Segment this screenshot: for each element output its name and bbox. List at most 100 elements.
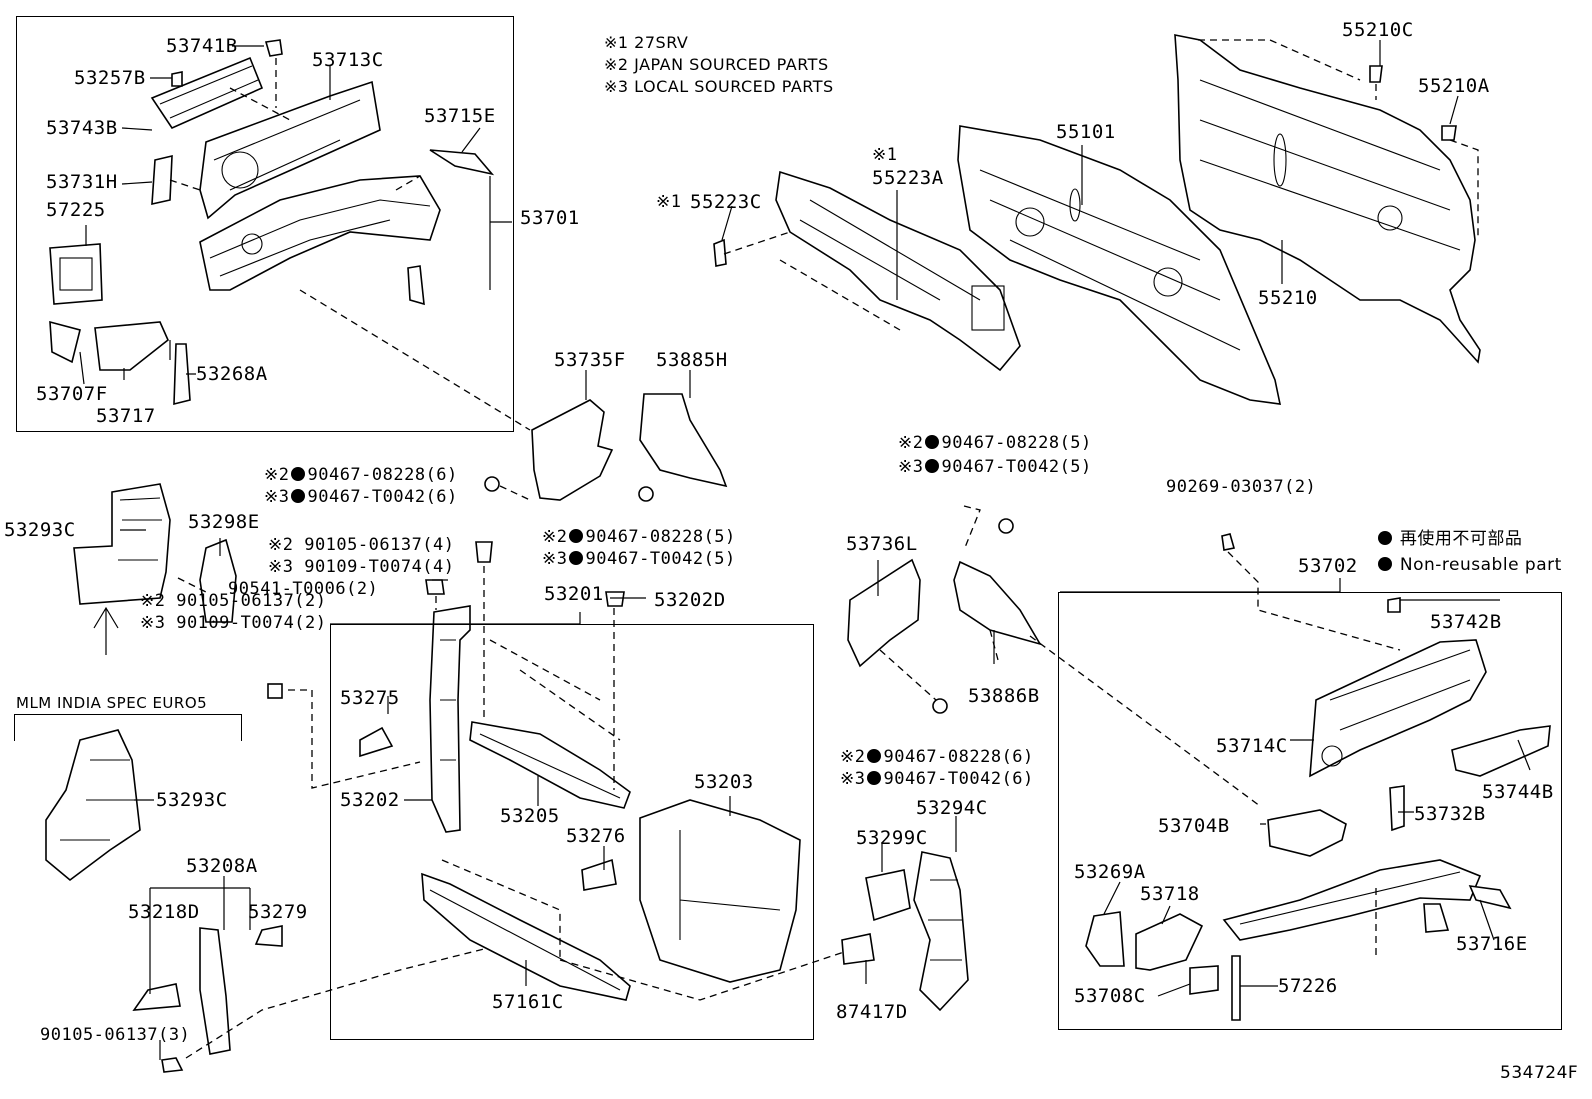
part-label-53702[interactable]: 53702 xyxy=(1298,555,1358,577)
non-reusable-dot-icon xyxy=(291,467,306,481)
part-label-53299C[interactable]: 53299C xyxy=(856,827,928,849)
part-label-53735F[interactable]: 53735F xyxy=(554,349,626,371)
part-label-53718[interactable]: 53718 xyxy=(1140,883,1200,905)
group-box-53702 xyxy=(1058,592,1562,1030)
part-label-53885H[interactable]: 53885H xyxy=(656,349,728,371)
part-label-53276[interactable]: 53276 xyxy=(566,825,626,847)
left-side-parts-art xyxy=(45,483,521,1073)
part-label-53717[interactable]: 53717 xyxy=(96,405,156,427)
clip-number: 90467-T0042(5) xyxy=(585,549,736,569)
clip-callout-b2[interactable]: ※3 90467-T0042(5) xyxy=(542,550,736,568)
non-reusable-dot-icon xyxy=(867,771,882,785)
part-label-53202[interactable]: 53202 xyxy=(340,789,400,811)
diagram-id: 534724F xyxy=(1500,1063,1579,1083)
part-label-55223A[interactable]: 55223A xyxy=(872,167,944,189)
mark-local: ※3 xyxy=(898,457,924,477)
part-label-55210A[interactable]: 55210A xyxy=(1418,75,1490,97)
part-label-53218D[interactable]: 53218D xyxy=(128,901,200,923)
part-label-53713C[interactable]: 53713C xyxy=(312,49,384,71)
part-mark-55223C: ※1 xyxy=(656,192,682,212)
clip-callout-d1[interactable]: ※2 90467-08228(6) xyxy=(840,748,1034,766)
part-label-53741B[interactable]: 53741B xyxy=(166,35,238,57)
part-label-87417D[interactable]: 87417D xyxy=(836,1001,908,1023)
part-label-53742B[interactable]: 53742B xyxy=(1430,611,1502,633)
bolt-callout-2[interactable]: ※3 90109-T0074(4) xyxy=(268,557,455,577)
part-label-53268A[interactable]: 53268A xyxy=(196,363,268,385)
part-label-90541-T0006[interactable]: 90541-T0006(2) xyxy=(228,579,379,599)
part-label-53704B[interactable]: 53704B xyxy=(1158,815,1230,837)
part-label-90269-03037[interactable]: 90269-03037(2) xyxy=(1166,477,1317,497)
part-label-53202D[interactable]: 53202D xyxy=(654,589,726,611)
part-label-55210[interactable]: 55210 xyxy=(1258,287,1318,309)
part-label-55223C[interactable]: 55223C xyxy=(690,191,762,213)
apron-assembly-right-art xyxy=(1029,533,1551,1021)
non-reusable-dot-icon xyxy=(1378,557,1392,571)
non-reusable-dot-icon xyxy=(291,489,306,503)
part-label-53294C[interactable]: 53294C xyxy=(916,797,988,819)
bolt-callout-3[interactable]: ※2 90105-06137(2) xyxy=(140,591,327,611)
part-label-55210C[interactable]: 55210C xyxy=(1342,19,1414,41)
clip-number: 90467-T0042(5) xyxy=(941,457,1092,477)
part-label-53736L[interactable]: 53736L xyxy=(846,533,918,555)
part-label-53708C[interactable]: 53708C xyxy=(1074,985,1146,1007)
part-label-53886B[interactable]: 53886B xyxy=(968,685,1040,707)
dash-panels-art xyxy=(713,34,1481,405)
part-label-57225[interactable]: 57225 xyxy=(46,199,106,221)
part-label-53298E[interactable]: 53298E xyxy=(188,511,260,533)
mark-local: ※3 xyxy=(840,769,866,789)
part-label-53701[interactable]: 53701 xyxy=(520,207,580,229)
part-label-53208A[interactable]: 53208A xyxy=(186,855,258,877)
mark-local: ※3 xyxy=(542,549,568,569)
legend-jp: 再使用不可部品 xyxy=(1376,530,1522,548)
part-label-53201[interactable]: 53201 xyxy=(544,583,604,605)
note-27srv: ※1 27SRV xyxy=(604,33,689,52)
part-label-53257B[interactable]: 53257B xyxy=(74,67,146,89)
part-label-53293C-india[interactable]: 53293C xyxy=(156,789,228,811)
note-japan-sourced: ※2 JAPAN SOURCED PARTS xyxy=(604,55,829,74)
part-label-53731H[interactable]: 53731H xyxy=(46,171,118,193)
part-label-90105-06137-3[interactable]: 90105-06137(3) xyxy=(40,1025,191,1045)
legend-en: Non-reusable part xyxy=(1376,556,1562,574)
radiator-support-art xyxy=(359,541,851,1001)
part-label-53293C[interactable]: 53293C xyxy=(4,519,76,541)
non-reusable-dot-icon xyxy=(925,435,940,449)
leader-lines xyxy=(79,40,1531,1060)
part-label-53279[interactable]: 53279 xyxy=(248,901,308,923)
part-label-53707F[interactable]: 53707F xyxy=(36,383,108,405)
region-bracket xyxy=(14,714,242,741)
clip-callout-c2[interactable]: ※3 90467-T0042(5) xyxy=(898,458,1092,476)
part-label-57226[interactable]: 57226 xyxy=(1278,975,1338,997)
part-mark-55223A: ※1 xyxy=(872,145,898,165)
note-local-sourced: ※3 LOCAL SOURCED PARTS xyxy=(604,77,834,96)
part-label-53743B[interactable]: 53743B xyxy=(46,117,118,139)
part-label-53715E[interactable]: 53715E xyxy=(424,105,496,127)
legend-jp-text: 再使用不可部品 xyxy=(1399,529,1523,549)
part-label-53203[interactable]: 53203 xyxy=(694,771,754,793)
group-box-53701 xyxy=(16,16,514,432)
part-label-53275[interactable]: 53275 xyxy=(340,687,400,709)
bolt-callout-4[interactable]: ※3 90109-T0074(2) xyxy=(140,613,327,633)
part-label-55101[interactable]: 55101 xyxy=(1056,121,1116,143)
non-reusable-dot-icon xyxy=(569,551,584,565)
part-label-53732B[interactable]: 53732B xyxy=(1414,803,1486,825)
bolt-callout-1[interactable]: ※2 90105-06137(4) xyxy=(268,535,455,555)
non-reusable-dot-icon xyxy=(925,459,940,473)
part-label-53714C[interactable]: 53714C xyxy=(1216,735,1288,757)
clip-number: 90467-T0042(6) xyxy=(883,769,1034,789)
part-label-57161C[interactable]: 57161C xyxy=(492,991,564,1013)
clip-number: 90467-T0042(6) xyxy=(307,487,458,507)
clip-callout-d2[interactable]: ※3 90467-T0042(6) xyxy=(840,770,1034,788)
mark-japan: ※2 xyxy=(840,747,866,767)
part-label-53744B[interactable]: 53744B xyxy=(1482,781,1554,803)
legend-en-text: Non-reusable part xyxy=(1399,555,1562,575)
part-label-53205[interactable]: 53205 xyxy=(500,805,560,827)
region-label: MLM INDIA SPEC EURO5 xyxy=(16,694,208,712)
part-label-53269A[interactable]: 53269A xyxy=(1074,861,1146,883)
part-label-53716E[interactable]: 53716E xyxy=(1456,933,1528,955)
clip-number: 90467-08228(6) xyxy=(883,747,1034,767)
